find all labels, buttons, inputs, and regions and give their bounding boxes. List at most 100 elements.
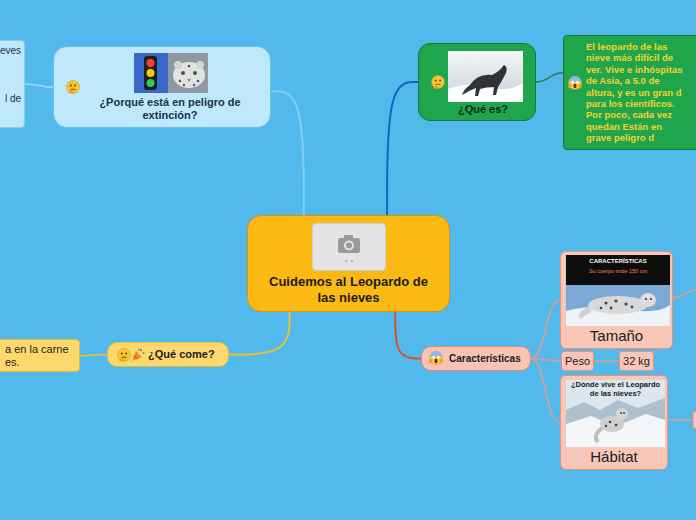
art-circle	[183, 84, 185, 86]
node-text: ¿Qué come?	[148, 348, 220, 361]
node-text: eves	[0, 45, 21, 57]
art-rect	[134, 53, 168, 93]
snow-leopard-picture	[448, 51, 523, 102]
art-circle	[432, 76, 445, 89]
art-circle	[600, 307, 603, 310]
art-rect	[338, 238, 360, 253]
node-text: l de	[0, 93, 21, 105]
art-circle	[610, 307, 613, 310]
branch-connector	[531, 359, 560, 423]
art-circle	[140, 349, 142, 351]
art-circle	[605, 425, 607, 427]
party-emoji	[131, 348, 145, 362]
thinking-emoji	[431, 75, 445, 89]
art-circle	[624, 302, 627, 305]
central-topic: Cuidemos al Leopardo de las nieves	[247, 215, 450, 312]
scream-emoji	[429, 351, 443, 365]
note-box: eves l de	[0, 40, 25, 128]
art-circle	[455, 60, 457, 62]
art-circle	[74, 85, 76, 87]
branch-connector	[387, 82, 418, 215]
subtopic-box: Peso	[561, 351, 594, 371]
node-text: ¿Porqué está en peligro de extinción?	[80, 96, 260, 122]
art-circle	[569, 77, 582, 90]
art-ellipse	[429, 359, 432, 364]
topic-box: Características	[421, 346, 531, 371]
branch-connector	[271, 91, 304, 215]
node-text: Tamaño	[565, 327, 668, 345]
art-circle	[576, 81, 578, 83]
art-circle	[615, 424, 618, 427]
art-circle	[623, 412, 625, 414]
art-circle	[344, 241, 354, 251]
art-ellipse	[579, 84, 582, 89]
offscreen-box	[693, 411, 696, 429]
art-ellipse	[640, 293, 656, 307]
art-circle	[351, 260, 353, 262]
art-path	[596, 428, 602, 442]
art-circle	[620, 412, 622, 414]
art-path	[566, 414, 665, 447]
branch-connector	[594, 360, 619, 362]
art-ellipse	[433, 85, 438, 88]
art-circle	[125, 353, 127, 355]
art-circle	[138, 349, 140, 351]
art-circle	[147, 69, 155, 77]
thinking-emoji	[117, 348, 131, 362]
image-placeholder	[312, 223, 386, 271]
art-circle	[193, 71, 197, 75]
picture-text: ¿Dónde vive el Leopardo de las nieves?	[566, 381, 665, 398]
art-circle	[645, 298, 647, 300]
art-ellipse	[573, 84, 576, 88]
topic-box: ¿Qué come?	[107, 342, 229, 367]
node-text: a en la carne es.	[5, 343, 75, 368]
branch-connector	[531, 300, 560, 359]
art-ellipse	[174, 61, 182, 69]
art-rect	[566, 285, 670, 326]
art-ellipse	[119, 358, 124, 361]
subtopic-box: Hábitat ¿Dónde vive el Leopardo de las ni…	[560, 375, 668, 470]
node-text: Hábitat	[565, 448, 663, 466]
art-path	[71, 89, 76, 91]
art-path	[569, 76, 581, 82]
topic-box: ¿Qué es?	[418, 43, 536, 121]
art-circle	[67, 81, 80, 94]
art-path	[462, 65, 507, 96]
art-path	[430, 351, 442, 357]
note-box: a en la carne es.	[0, 339, 80, 372]
art-circle	[70, 85, 72, 87]
picture-text: Su cuerpo mide 150 cm	[566, 268, 670, 274]
branch-line	[673, 290, 696, 298]
art-circle	[604, 301, 607, 304]
art-rect	[344, 235, 353, 239]
art-rect	[313, 224, 386, 271]
node-text: Características	[449, 353, 524, 365]
topic-box: ¿Porqué está en peligro de extinción?	[53, 46, 271, 128]
art-circle	[118, 349, 131, 362]
art-rect	[144, 56, 157, 90]
art-circle	[188, 65, 191, 68]
note-box: El leopardo de las nieve más difícil de …	[563, 35, 696, 150]
art-circle	[437, 356, 439, 358]
art-circle	[631, 306, 634, 309]
art-ellipse	[173, 62, 205, 88]
branch-connector	[536, 73, 563, 82]
art-circle	[571, 81, 573, 83]
node-text: ¿Qué es?	[437, 103, 529, 116]
art-circle	[179, 80, 182, 83]
art-circle	[181, 71, 185, 75]
art-rect	[134, 53, 208, 93]
branch-connector	[80, 355, 107, 356]
thinking-emoji	[66, 80, 80, 94]
art-circle	[614, 299, 617, 302]
art-rect	[168, 53, 208, 93]
art-ellipse	[616, 408, 628, 420]
size-picture	[566, 255, 670, 326]
branch-connector	[229, 312, 290, 354]
art-ellipse	[568, 84, 571, 89]
branch-connector	[25, 84, 53, 87]
art-circle	[147, 59, 155, 67]
subtopic-box: TamañoCARACTERÍSTICASSu cuerpo mide 150 …	[560, 251, 673, 349]
